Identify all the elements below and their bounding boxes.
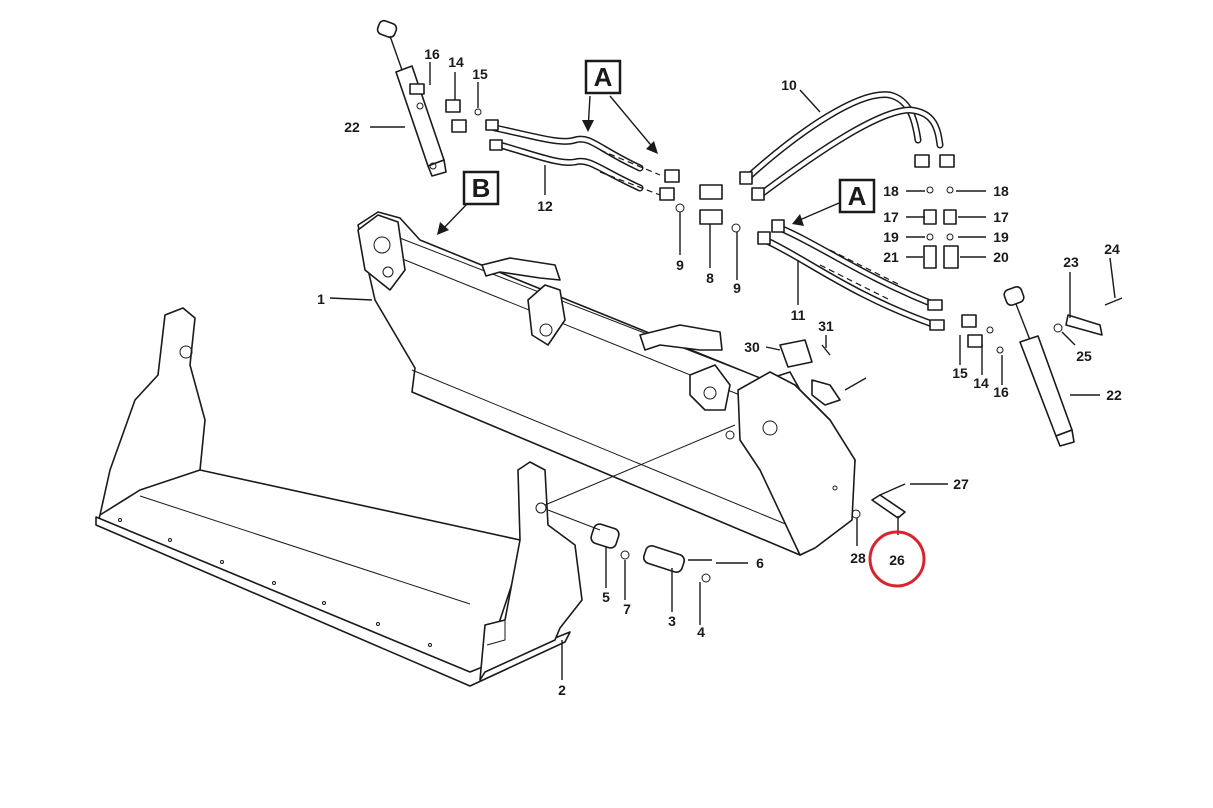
callout-labels: 1 2 3 4 5 6 7 8 9 9 10 11 12 14 14 15 15… (317, 46, 1122, 698)
callout-22-left: 22 (344, 119, 360, 135)
view-box-A-top: A (584, 59, 622, 95)
callout-18-right: 18 (993, 183, 1009, 199)
callout-7: 7 (623, 601, 631, 617)
callout-23: 23 (1063, 254, 1079, 270)
callout-21: 21 (883, 249, 899, 265)
left-hydraulic-cylinder (376, 19, 447, 177)
callout-19-right: 19 (993, 229, 1009, 245)
callout-24: 24 (1104, 241, 1120, 257)
callout-4: 4 (697, 624, 705, 640)
pins-and-bolts (547, 297, 1123, 583)
callout-9-right: 9 (733, 280, 741, 296)
callout-5: 5 (602, 589, 610, 605)
callout-15-left: 15 (472, 66, 488, 82)
callout-12: 12 (537, 198, 553, 214)
callout-17-left: 17 (883, 209, 899, 225)
callout-17-right: 17 (993, 209, 1009, 225)
hose-fittings (409, 83, 1004, 354)
callout-8: 8 (706, 270, 714, 286)
view-label-A-right: A (848, 181, 867, 211)
callout-19-left: 19 (883, 229, 899, 245)
callout-3: 3 (668, 613, 676, 629)
callout-28: 28 (850, 550, 866, 566)
callout-16-left: 16 (424, 46, 440, 62)
quick-coupler-frame (357, 211, 856, 556)
hydraulic-hoses (491, 91, 944, 329)
callout-14-right: 14 (973, 375, 989, 391)
callout-14-left: 14 (448, 54, 464, 70)
callout-6: 6 (756, 555, 764, 571)
callout-11: 11 (791, 307, 806, 323)
callout-9-left: 9 (676, 257, 684, 273)
view-label-A-top: A (594, 62, 613, 92)
callout-22-right: 22 (1106, 387, 1122, 403)
pin-axis-line (544, 424, 736, 506)
view-box-A-right: A (838, 178, 876, 214)
callout-2: 2 (558, 682, 566, 698)
highlight-ring (868, 530, 926, 588)
callout-20: 20 (993, 249, 1009, 265)
leader-lines (329, 62, 1116, 680)
view-box-B: B (462, 170, 500, 206)
right-hydraulic-cylinder (1003, 286, 1075, 447)
callout-18-left: 18 (883, 183, 899, 199)
callout-26: 26 (889, 552, 905, 568)
callout-10: 10 (781, 77, 797, 93)
view-label-B: B (472, 173, 491, 203)
bucket-shell (95, 307, 583, 687)
callout-25: 25 (1076, 348, 1092, 364)
view-arrows (437, 95, 847, 235)
callout-30: 30 (744, 339, 760, 355)
callout-31: 31 (818, 318, 834, 334)
callout-15-right: 15 (952, 365, 968, 381)
callout-27: 27 (953, 476, 969, 492)
callout-1: 1 (317, 291, 325, 307)
callout-16-right: 16 (993, 384, 1009, 400)
